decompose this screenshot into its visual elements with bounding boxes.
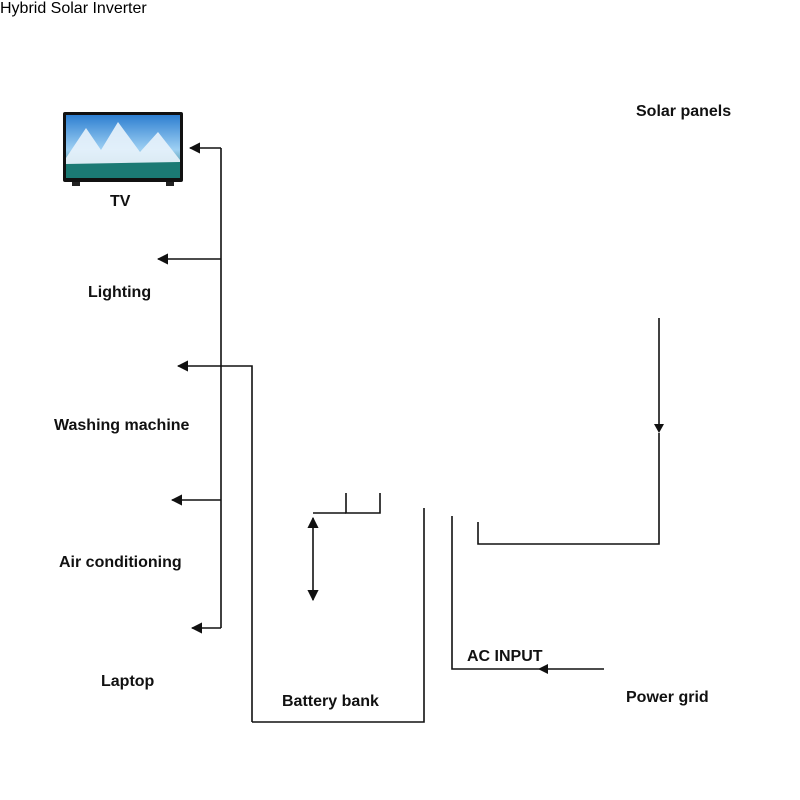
hybrid-inverter: Hybrid Solar Inverter — [0, 0, 147, 17]
lighting-label: Lighting — [88, 284, 152, 301]
laptop-label: Laptop — [101, 673, 155, 690]
tv-icon — [63, 112, 183, 186]
inverter-screen-title: Hybrid Solar Inverter — [0, 0, 147, 17]
air-conditioning-label: Air conditioning — [59, 554, 182, 571]
battery-bank-label: Battery bank — [282, 693, 379, 710]
arrow-ac-input — [451, 516, 604, 670]
power-grid-label: Power grid — [626, 689, 709, 706]
tv-label: TV — [110, 193, 131, 210]
solar-panels-label: Solar panels — [636, 103, 732, 120]
washing-machine-label: Washing machine — [54, 417, 190, 434]
ac-input-label: AC INPUT — [467, 648, 543, 665]
wiring — [156, 142, 664, 723]
arrow-to-washing — [176, 360, 253, 722]
